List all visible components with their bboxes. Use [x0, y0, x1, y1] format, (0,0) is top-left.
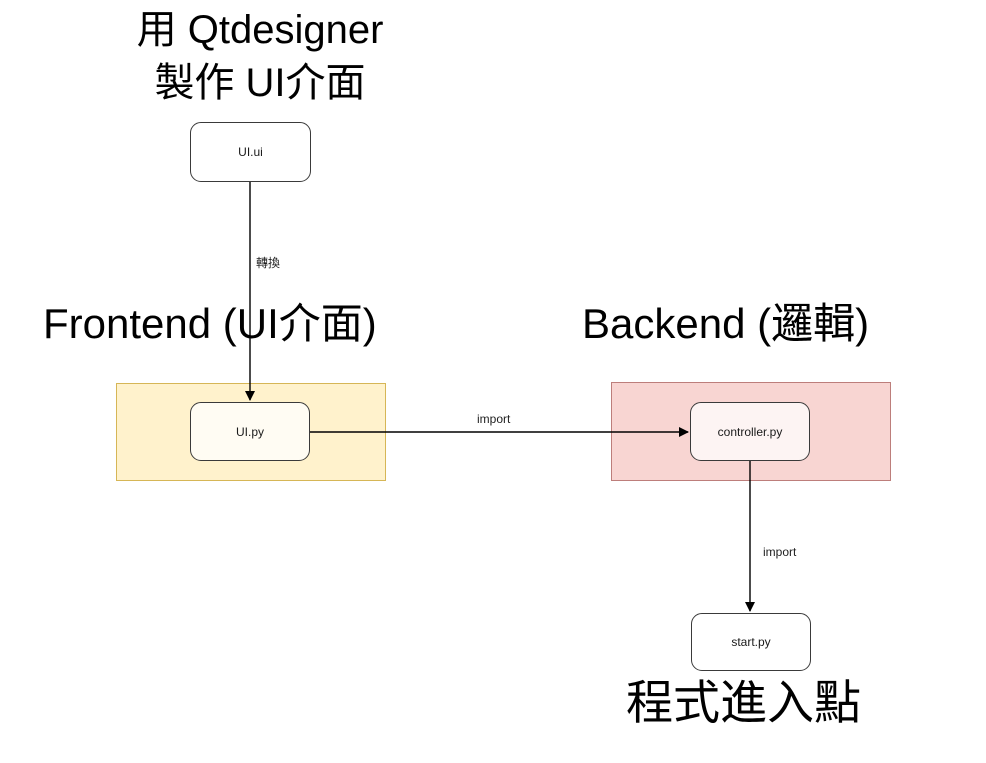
node-ui-ui: UI.ui [190, 122, 311, 182]
entry-point-caption: 程式進入點 [626, 676, 861, 729]
diagram-title: 用 Qtdesigner 製作 UI介面 [90, 4, 430, 110]
edge-label-convert: 轉換 [256, 256, 281, 270]
edge-label-import-controller-start: import [763, 545, 797, 559]
node-ui-py: UI.py [190, 402, 310, 461]
node-start-py: start.py [691, 613, 811, 671]
diagram-title-line1: 用 Qtdesigner [136, 8, 384, 52]
node-ui-py-label: UI.py [235, 424, 264, 439]
node-ui-ui-label: UI.ui [238, 145, 263, 159]
frontend-section-heading: Frontend (UI介面) [43, 300, 377, 347]
node-start-py-label: start.py [731, 635, 771, 649]
diagram-title-line2: 製作 UI介面 [154, 61, 366, 105]
edge-label-import-ui-controller: import [477, 412, 511, 426]
node-controller-py: controller.py [690, 402, 810, 461]
node-controller-py-label: controller.py [717, 424, 783, 439]
backend-section-heading: Backend (邏輯) [582, 300, 870, 347]
